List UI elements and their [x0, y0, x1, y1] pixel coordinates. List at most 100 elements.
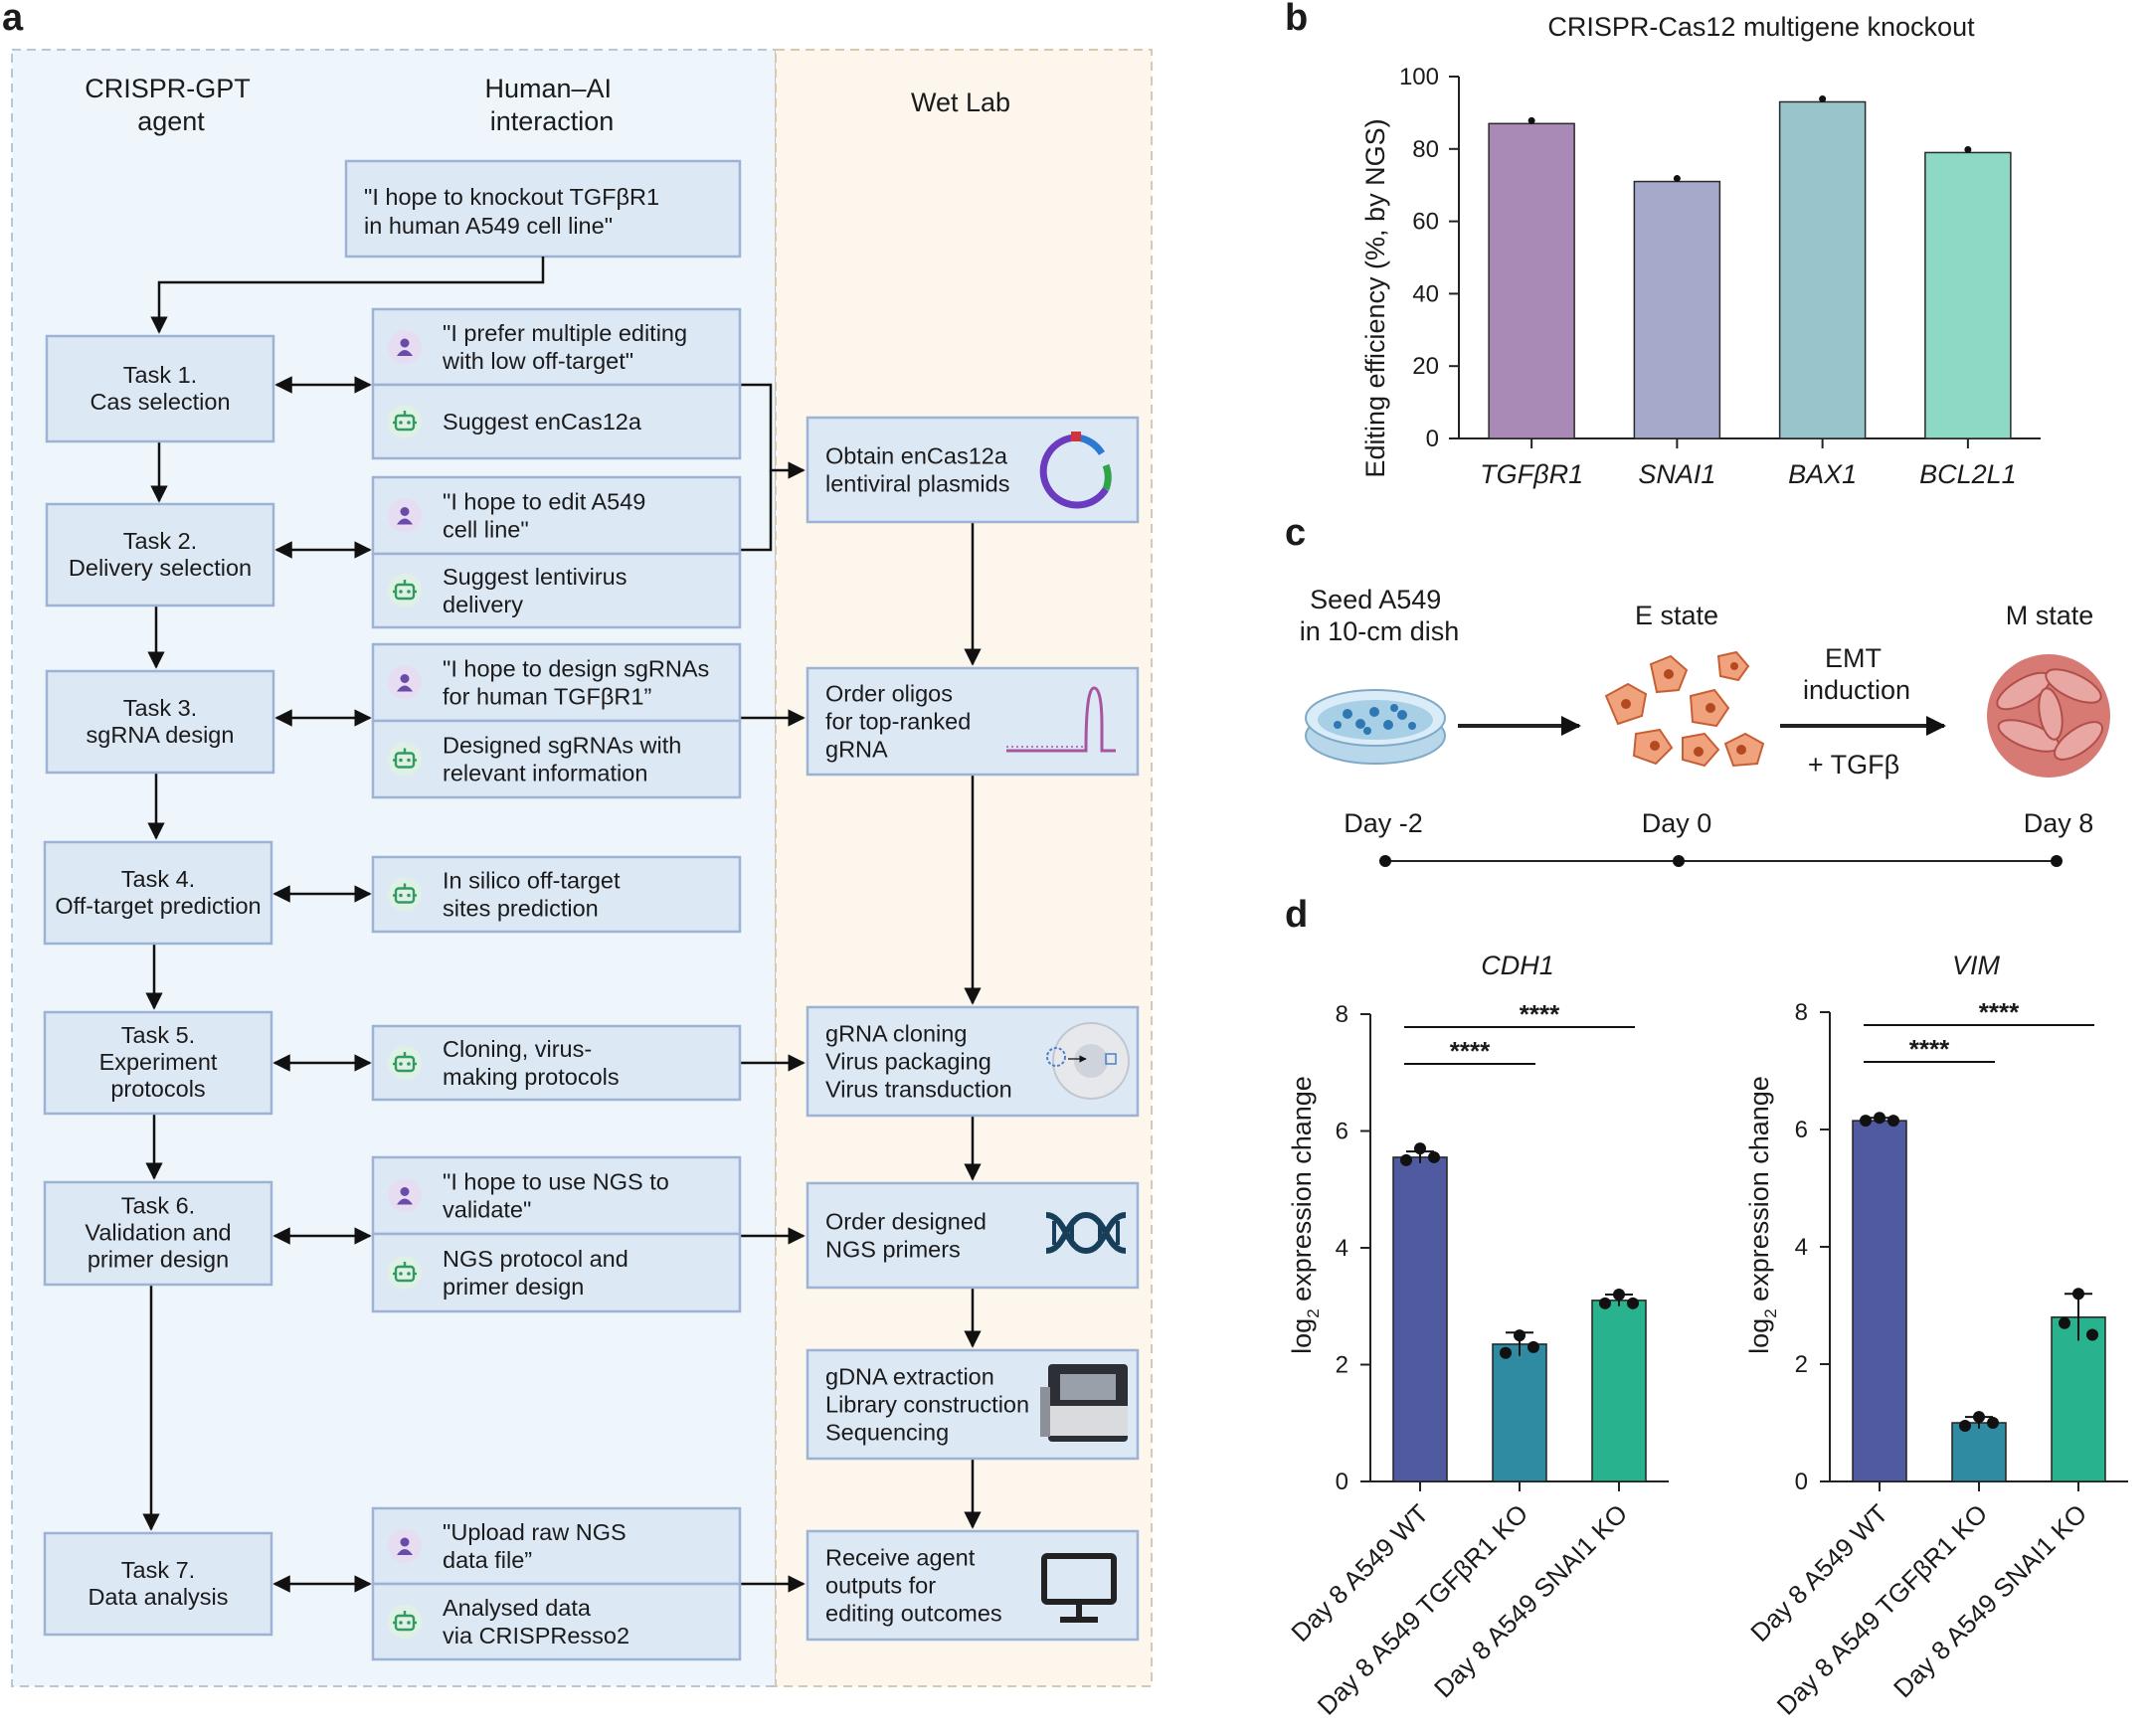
panel-c: c Seed A549 in 10-cm dish E state M stat…	[1285, 512, 2110, 867]
agent-response-box-7	[371, 1582, 742, 1661]
task-1-label-line: Cas selection	[90, 389, 230, 415]
day-minus-2-label: Day -2	[1344, 808, 1423, 838]
panel-b: b CRISPR-Cas12 multigene knockout Editin…	[1285, 0, 2041, 489]
task-box-3	[45, 669, 275, 775]
wetlab-step-3-line: gRNA cloning	[825, 1021, 967, 1047]
task-5-label-line: Experiment	[99, 1049, 218, 1075]
agent-response-3-line: Designed sgRNAs with	[443, 733, 681, 759]
agent-column-header: CRISPR-GPT agent	[85, 74, 258, 136]
wetlab-box-2	[806, 666, 1140, 777]
wetlab-step-2-line: for top-ranked	[825, 709, 971, 735]
virus-icon	[1046, 1022, 1130, 1100]
chart-d-point	[1887, 1115, 1899, 1128]
chart-b-bar	[1633, 180, 1721, 439]
chart-d2-ylabel: log2 expression change	[1744, 1076, 1780, 1354]
task-3-label-line: Task 3.	[123, 695, 197, 721]
chart-d-point	[1599, 1297, 1611, 1309]
agent-response-2-line: Suggest lentivirus	[443, 564, 628, 590]
chart-d-y-tick-label: 6	[1336, 1119, 1348, 1145]
significance-label: ****	[1979, 997, 2020, 1027]
stage-seed-caption: Seed A549 in 10-cm dish	[1300, 585, 1460, 646]
initial-request-text: "I hope to knockout TGFβR1 in human A549…	[364, 184, 666, 239]
user-message-2-line: cell line"	[443, 517, 529, 543]
chart-d-point	[1874, 1112, 1886, 1125]
robot-icon-eye	[407, 1621, 411, 1625]
wetlab-step-1-line: lentiviral plasmids	[825, 471, 1009, 497]
robot-icon-bg	[388, 574, 422, 608]
task-4-label-line: Task 4.	[121, 866, 195, 892]
chart-d-y-tick-label: 6	[1795, 1117, 1808, 1143]
grna-strand	[1006, 686, 1116, 753]
chart-d-point	[1627, 1297, 1639, 1309]
task-box-7	[43, 1531, 273, 1637]
person-icon-body	[397, 350, 413, 356]
robot-icon-eye	[399, 590, 403, 594]
person-icon-body	[397, 685, 413, 692]
user-message-7-line: "Upload raw NGS	[443, 1519, 627, 1545]
chart-d-point	[1527, 1340, 1539, 1353]
initial-request-box	[344, 159, 742, 259]
agent-response-box-4	[371, 855, 742, 934]
stage-m-caption: M state	[2006, 601, 2094, 630]
chart-d-point	[1514, 1329, 1526, 1342]
panel-d: d log2 expression change log2 expression…	[1285, 894, 2128, 1721]
chart-b-y-tick-label: 40	[1412, 280, 1439, 307]
chart-d-y-tick-label: 0	[1795, 1469, 1808, 1495]
panel-a: a CRISPR-GPT agent Human–AI interaction …	[2, 0, 1153, 1687]
sequencer-panel	[1048, 1406, 1128, 1436]
user-message-box-7	[371, 1506, 742, 1586]
robot-icon-bg	[388, 877, 422, 912]
task-6-label-line: Task 6.	[121, 1193, 195, 1219]
chart-b-point	[1527, 116, 1535, 124]
wetlab-step-3-line: Virus transduction	[825, 1077, 1012, 1103]
interaction-column-header: Human–AI interaction	[484, 74, 619, 136]
user-message-1-line: with low off-target"	[442, 348, 633, 374]
chart-d-point	[2072, 1288, 2084, 1301]
task-box-6	[43, 1180, 273, 1287]
dna-strand	[1045, 1212, 1127, 1255]
agent-response-1-line: Suggest enCas12a	[443, 409, 642, 434]
chart-d-point	[1428, 1150, 1440, 1163]
svg-text:log2 expression change: log2 expression change	[1287, 1076, 1323, 1354]
timeline-dot-day-0	[1673, 855, 1685, 867]
robot-icon	[388, 1046, 422, 1080]
person-icon-body	[397, 1198, 413, 1205]
agent-response-box-3	[371, 719, 742, 799]
robot-icon	[388, 742, 422, 777]
task-5-label-line: Task 5.	[121, 1022, 195, 1048]
robot-icon	[388, 574, 422, 608]
task-box-5	[43, 1010, 273, 1116]
robot-icon-eye	[407, 893, 411, 898]
user-message-6-line: validate"	[443, 1197, 531, 1223]
person-icon	[388, 330, 422, 364]
interaction1-to-wetlab1	[740, 383, 806, 479]
robot-icon-eye	[399, 893, 403, 898]
grna-hairpin-icon	[1006, 686, 1116, 753]
user-message-3-line: for human TGFβR1”	[443, 684, 651, 710]
task-3-label: Task 3.sgRNA design	[87, 695, 235, 748]
plasmid-marker	[1071, 432, 1081, 441]
chart-d-bar	[1492, 1343, 1547, 1482]
robot-icon-eye	[399, 1272, 403, 1276]
monitor-icon	[1041, 1553, 1117, 1623]
svg-text:log2 expression change: log2 expression change	[1744, 1076, 1780, 1354]
significance-label: ****	[1520, 999, 1560, 1029]
agent-response-box-2	[371, 552, 742, 629]
tgfb-treatment-label: + TGFβ	[1808, 750, 1899, 780]
wetlab-step-5-line: gDNA extraction	[825, 1364, 994, 1390]
chart-d2-title: VIM	[1952, 951, 2001, 980]
chart-d-bar	[1392, 1156, 1448, 1482]
chart-b-category-label: TGFβR1	[1480, 459, 1583, 489]
chart-d-point	[1860, 1115, 1872, 1128]
task-4-label-line: Off-target prediction	[55, 893, 261, 919]
wetlab-step-6-line: Receive agent	[825, 1545, 976, 1571]
plasmid-icon	[1039, 432, 1112, 509]
chart-d-point	[1400, 1153, 1412, 1166]
agent-response-7-line: via CRISPResso2	[443, 1623, 629, 1649]
person-icon-body	[397, 518, 413, 525]
